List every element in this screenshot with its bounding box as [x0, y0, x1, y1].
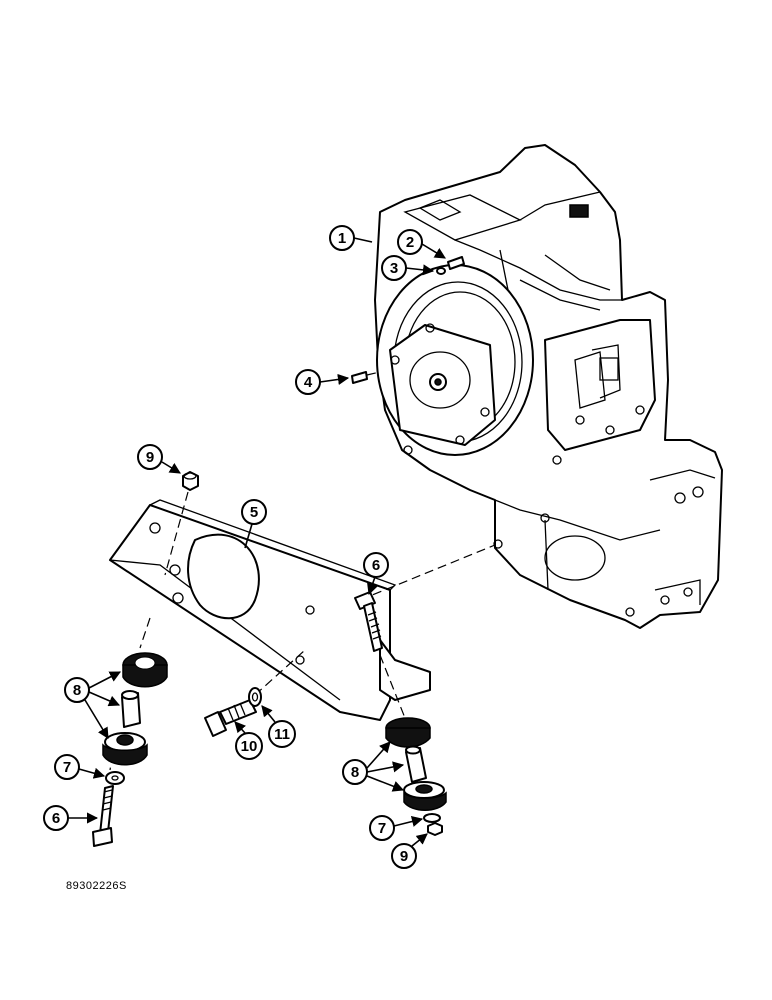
svg-text:3: 3 [390, 260, 398, 277]
isolator-part-8-right-lower [403, 781, 447, 811]
svg-text:7: 7 [63, 759, 71, 776]
bolt-part-2 [447, 256, 465, 270]
callout-7-left: 7 [54, 754, 106, 780]
callout-1: 1 [329, 225, 373, 251]
isolator-part-8-left-lower [102, 732, 148, 766]
svg-text:8: 8 [73, 682, 81, 699]
callout-9-lower: 9 [391, 833, 428, 869]
callout-9-upper: 9 [137, 444, 181, 474]
washer-part-11 [248, 687, 262, 707]
sleeve-part-8-right [405, 745, 427, 783]
bolt-part-6-lower [92, 785, 114, 847]
callout-11: 11 [261, 705, 296, 748]
transmission-housing [374, 144, 723, 629]
svg-text:6: 6 [372, 557, 380, 574]
isolator-part-8-left-upper [122, 652, 168, 688]
svg-text:1: 1 [338, 230, 346, 247]
bolt-part-10 [204, 699, 257, 737]
nut-part-9-top [182, 471, 199, 491]
callout-5: 5 [241, 499, 267, 549]
isolator-part-8-right-upper [385, 717, 431, 748]
washer-part-7-right [423, 813, 441, 823]
callout-4: 4 [295, 369, 350, 395]
nut-part-9-bottom [427, 822, 443, 836]
sleeve-part-8-left [121, 690, 141, 728]
callout-10: 10 [234, 721, 263, 760]
svg-text:5: 5 [250, 504, 258, 521]
callout-8-left: 8 [64, 671, 121, 739]
figure-code: 89302226S [66, 880, 127, 892]
svg-text:6: 6 [52, 810, 60, 827]
svg-text:9: 9 [146, 449, 154, 466]
callout-6-upper: 6 [363, 552, 389, 596]
svg-text:8: 8 [351, 764, 359, 781]
bolt-part-6-upper [354, 591, 383, 652]
svg-text:11: 11 [274, 726, 290, 743]
washer-part-3 [436, 267, 446, 275]
washer-part-7-left [105, 771, 125, 785]
svg-text:2: 2 [406, 234, 414, 251]
mounting-bracket [109, 499, 431, 721]
callout-6-lower: 6 [43, 805, 99, 831]
bolt-part-4 [351, 371, 381, 384]
svg-text:4: 4 [304, 374, 313, 391]
svg-text:9: 9 [400, 848, 408, 865]
callout-2: 2 [397, 229, 446, 259]
svg-text:10: 10 [241, 738, 258, 755]
callout-7-right: 7 [369, 815, 424, 841]
callout-8-right: 8 [342, 741, 405, 792]
svg-text:7: 7 [378, 820, 386, 837]
callout-3: 3 [381, 255, 435, 281]
